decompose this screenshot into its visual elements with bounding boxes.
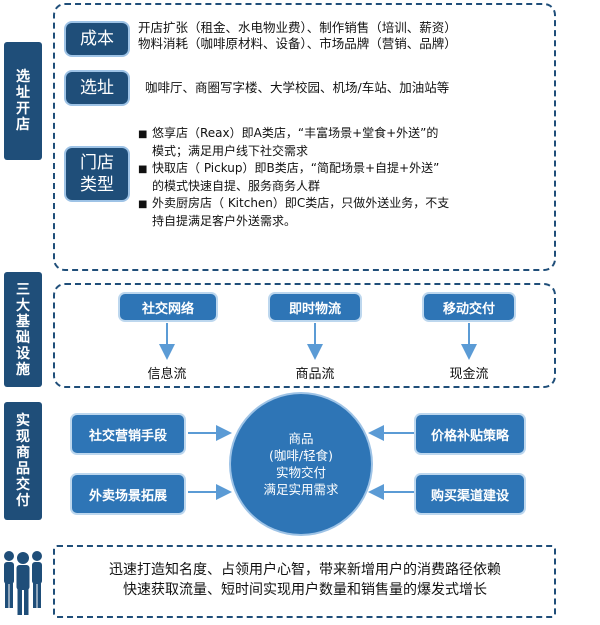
takeout-expansion-box: 外卖场景拓展 — [72, 475, 184, 513]
mobile-payment-box: 移动交付 — [424, 294, 514, 320]
purchase-channel-box: 购买渠道建设 — [416, 475, 524, 513]
info-flow-label: 信息流 — [147, 367, 187, 382]
store-type-item-a: ■ 悠享店（Reax）即A类店，“丰富场景+堂食+外送”的 模式；满足用户线下社交… — [138, 125, 548, 160]
store-type-list: ■ 悠享店（Reax）即A类店，“丰富场景+堂食+外送”的 模式；满足用户线下社交… — [138, 125, 548, 230]
section-title: 三大基础设施 — [16, 281, 30, 378]
site-selection-panel — [53, 3, 556, 271]
center-line-3: 实物交付 — [275, 465, 326, 480]
purchase-channel-text: 购买渠道建设 — [430, 488, 509, 504]
section-label-delivery: 实现商品交付 — [4, 402, 42, 520]
social-network-text: 社交网络 — [141, 301, 194, 317]
location-label-text: 选址 — [80, 78, 114, 98]
cash-flow-label: 现金流 — [449, 367, 489, 382]
section-title: 实现商品交付 — [16, 413, 30, 509]
instant-logistics-text: 即时物流 — [288, 301, 341, 317]
social-network-box: 社交网络 — [120, 294, 216, 320]
outcome-line-2: 快速获取流量、短时间实现用户数量和销售量的爆发式增长 — [123, 582, 487, 598]
section-label-site-selection: 选址开店 — [4, 42, 42, 160]
location-line: 咖啡厅、商圈写字楼、大学校园、机场/车站、加油站等 — [145, 80, 450, 95]
outcome-panel — [53, 545, 556, 618]
product-delivery-circle: 商品 (咖啡/轻食) 实物交付 满足实用需求 — [231, 394, 371, 534]
location-label: 选址 — [66, 72, 128, 104]
outcome-line-1: 迅速打造知名度、占领用户心智，带来新增用户的消费路径依赖 — [109, 562, 501, 578]
social-marketing-text: 社交营销手段 — [88, 428, 167, 444]
store-type-item-b: ■ 快取店（ Pickup）即B类店，“简配场景+自提+外送” 的模式快速自提、服… — [138, 160, 548, 195]
takeout-expansion-text: 外卖场景拓展 — [88, 488, 167, 504]
section-title: 选址开店 — [16, 69, 30, 133]
bullet-marker: ■ — [138, 164, 148, 175]
infrastructure-panel — [53, 283, 556, 388]
section-label-infrastructure: 三大基础设施 — [4, 272, 42, 387]
bullet-a-line-2: 模式；满足用户线下社交需求 — [152, 144, 309, 158]
cost-line-2: 物料消耗（咖啡原材料、设备）、市场品牌（营销、品牌） — [138, 36, 457, 51]
bullet-c-line-2: 持自提满足客户外送需求。 — [152, 214, 297, 228]
cost-label: 成本 — [66, 23, 128, 55]
mobile-payment-text: 移动交付 — [442, 301, 495, 317]
outcome-text: 迅速打造知名度、占领用户心智，带来新增用户的消费路径依赖 快速获取流量、短时间实… — [60, 560, 550, 600]
store-type-label-text: 门店类型 — [80, 153, 114, 195]
cost-line-1: 开店扩张（租金、水电物业费）、制作销售（培训、薪资） — [138, 20, 457, 35]
cost-text: 开店扩张（租金、水电物业费）、制作销售（培训、薪资） 物料消耗（咖啡原材料、设备… — [138, 20, 538, 52]
center-line-4: 满足实用需求 — [263, 482, 339, 497]
store-type-label: 门店类型 — [66, 148, 128, 200]
price-subsidy-text: 价格补贴策略 — [430, 428, 509, 444]
bullet-b-line-2: 的模式快速自提、服务商务人群 — [152, 179, 321, 193]
bullet-c-line-1: 外卖厨房店（ Kitchen）即C类店，只做外送业务，不支 — [152, 196, 450, 210]
people-group-icon — [4, 551, 42, 615]
bullet-a-line-1: 悠享店（Reax）即A类店，“丰富场景+堂食+外送”的 — [152, 126, 439, 140]
goods-flow-label: 商品流 — [295, 367, 335, 382]
store-type-item-c: ■ 外卖厨房店（ Kitchen）即C类店，只做外送业务，不支 持自提满足客户外送… — [138, 195, 548, 230]
bullet-marker: ■ — [138, 199, 148, 210]
social-marketing-box: 社交营销手段 — [72, 415, 184, 453]
bullet-b-line-1: 快取店（ Pickup）即B类店，“简配场景+自提+外送” — [152, 161, 440, 175]
cost-label-text: 成本 — [80, 29, 114, 49]
bullet-marker: ■ — [138, 129, 148, 140]
price-subsidy-box: 价格补贴策略 — [416, 415, 524, 453]
center-line-1: 商品 — [288, 431, 314, 446]
center-line-2: (咖啡/轻食) — [269, 448, 333, 463]
instant-logistics-box: 即时物流 — [270, 294, 360, 320]
location-text: 咖啡厅、商圈写字楼、大学校园、机场/车站、加油站等 — [145, 80, 545, 96]
